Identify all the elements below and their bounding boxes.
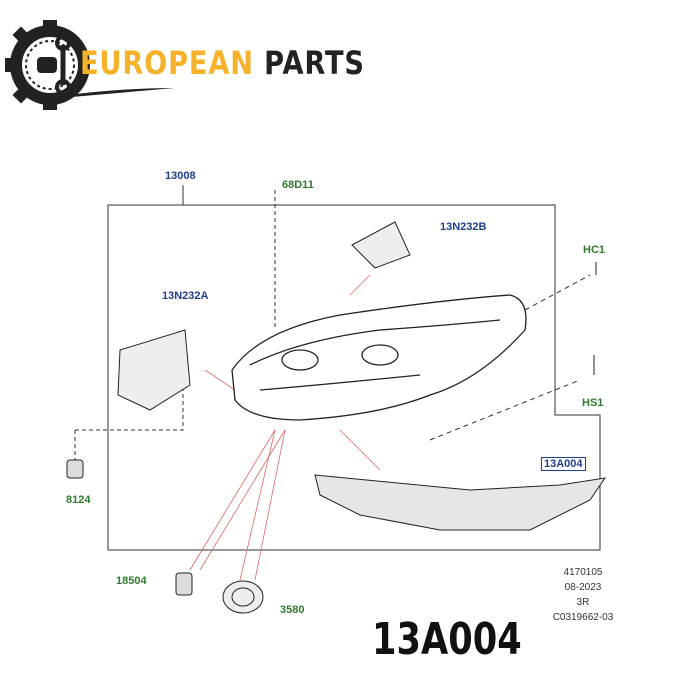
label-hs1: HS1	[582, 397, 604, 409]
label-13n232a: 13N232A	[162, 290, 209, 302]
bracket-13n232a	[117, 329, 191, 411]
nut-8124	[66, 459, 84, 479]
label-3580: 3580	[280, 604, 305, 616]
info-date: 08-2023	[564, 582, 602, 593]
label-68d11: 68D11	[282, 179, 314, 191]
part-code: 13A004	[372, 614, 522, 665]
bracket-13n232b	[351, 221, 411, 269]
logo-word-european: EUROPEAN	[80, 44, 254, 82]
label-8124: 8124	[66, 494, 91, 506]
cap-3580	[222, 580, 264, 614]
info-drawing-code: C0319662-03	[552, 612, 614, 620]
support-13a004	[314, 474, 607, 531]
info-number: 4170105	[563, 567, 603, 578]
headlamp-assembly	[231, 294, 527, 421]
logo-word-parts: PARTS	[264, 44, 365, 82]
label-13a004: 13A004	[541, 457, 586, 471]
socket-18504	[175, 572, 193, 596]
info-revision: 3R	[576, 597, 590, 608]
label-18504: 18504	[116, 575, 147, 587]
label-hc1: HC1	[583, 244, 606, 256]
label-13n232b: 13N232B	[440, 221, 487, 233]
logo-swoosh	[60, 88, 175, 98]
label-13008: 13008	[165, 170, 196, 182]
logo-gear-icon	[5, 20, 90, 110]
logo-text: EUROPEAN PARTS	[80, 44, 365, 82]
